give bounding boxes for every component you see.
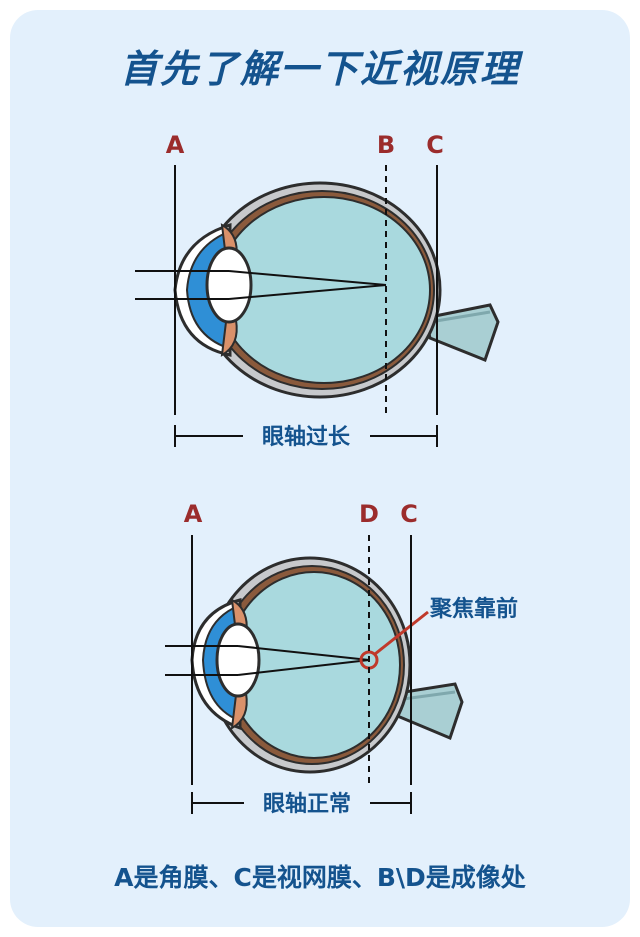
- lens-top: [205, 246, 253, 324]
- axis-label-top: 眼轴过长: [262, 424, 351, 450]
- legend-caption: A是角膜、C是视网膜、B\D是成像处: [114, 863, 526, 892]
- lens-bottom: [215, 622, 261, 698]
- axis-label-bottom: 眼轴正常: [263, 791, 351, 817]
- label-b-top: B: [377, 131, 395, 159]
- axis-bracket-bottom: [191, 792, 412, 814]
- callout-line: [374, 610, 429, 656]
- label-c-top: C: [426, 131, 444, 159]
- light-rays-top: [135, 270, 387, 300]
- label-a-top: A: [166, 131, 185, 159]
- label-d-bottom: D: [359, 500, 379, 528]
- axis-bracket-top: [174, 425, 438, 447]
- label-a-bottom: A: [184, 500, 203, 528]
- eye-normal: [190, 556, 464, 774]
- background-card: [10, 10, 630, 927]
- light-rays-bottom: [165, 645, 370, 676]
- page-title: 首先了解一下近视原理: [119, 47, 520, 91]
- label-c-bottom: C: [400, 500, 418, 528]
- callout-focus-front: 聚焦靠前: [429, 596, 518, 622]
